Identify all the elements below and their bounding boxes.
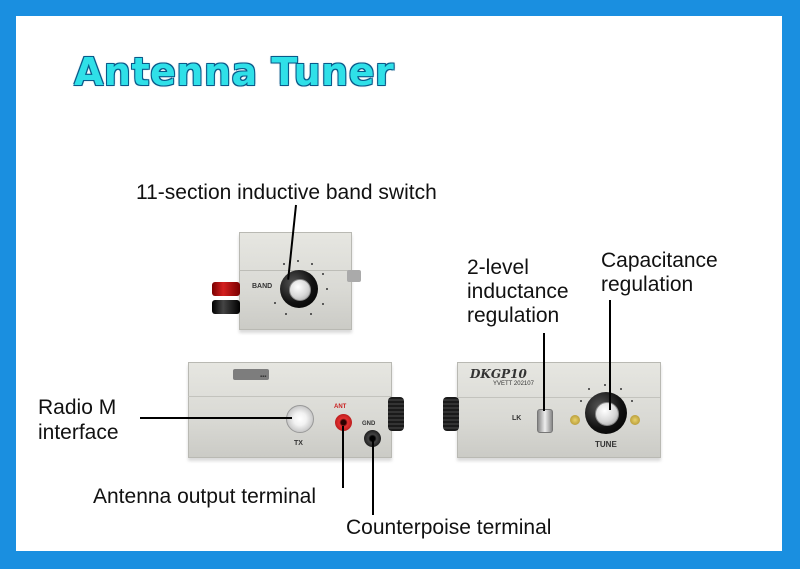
band-switch-label: 11-section inductive band switch [136, 181, 437, 204]
counterpoise-leader [372, 441, 374, 515]
radio-label-2: interface [38, 421, 119, 444]
tune-dial-mark [620, 388, 622, 390]
lk-text: LK [512, 415, 522, 422]
inductance-leader [543, 333, 545, 411]
tune-dial-mark [580, 400, 582, 402]
tx-connector [286, 405, 314, 433]
tuning-unit-side-knob [443, 397, 459, 431]
right-screw [630, 415, 640, 425]
front-unit-logo [233, 369, 269, 380]
tune-dial-mark [604, 384, 606, 386]
tuning-unit-lid-line [457, 397, 660, 398]
model-text: DKGP10 [470, 367, 527, 381]
band-dial-mark [322, 273, 324, 275]
capacitance-label-2: regulation [601, 273, 694, 296]
left-screw [570, 415, 580, 425]
lk-toggle-switch [537, 409, 553, 433]
tuning-unit-body [457, 362, 661, 458]
ant-terminal [335, 414, 352, 431]
antenna-output-label: Antenna output terminal [93, 485, 316, 508]
band-dial-mark [274, 302, 276, 304]
top-unit-rear-stub [347, 270, 361, 282]
front-unit-logo-sub: ▪▪▪ [260, 374, 267, 380]
page-title: Antenna Tuner [74, 50, 395, 94]
top-unit-black-terminal [212, 300, 240, 314]
band-dial-mark [322, 303, 324, 305]
band-dial-mark [326, 288, 328, 290]
tune-text: TUNE [595, 440, 617, 449]
ant-text: ANT [334, 404, 347, 410]
gnd-text: GND [362, 421, 376, 427]
band-switch-knob-cap [289, 279, 311, 301]
tune-dial-mark [588, 388, 590, 390]
top-unit-red-terminal [212, 282, 240, 296]
front-unit-lid-line [188, 396, 391, 397]
tune-knob-cap [595, 402, 619, 426]
band-dial-mark [283, 263, 285, 265]
counterpoise-label: Counterpoise terminal [346, 516, 552, 539]
antenna-output-leader [342, 426, 344, 488]
capacitance-leader [609, 300, 611, 410]
image-frame [16, 16, 782, 551]
radio-label-1: Radio M [38, 396, 117, 419]
inductance-label-3: regulation [467, 304, 560, 327]
band-text: BAND [252, 283, 273, 290]
front-unit-side-knob [388, 397, 404, 431]
capacitance-label-1: Capacitance [601, 249, 718, 272]
band-dial-mark [310, 313, 312, 315]
radio-leader [140, 417, 292, 419]
band-dial-mark [297, 260, 299, 262]
band-dial-mark [311, 263, 313, 265]
inductance-label-1: 2-level [467, 256, 529, 279]
model-sub-text: YVETT 202107 [493, 381, 534, 387]
band-dial-mark [285, 313, 287, 315]
gnd-terminal [364, 430, 381, 447]
tx-text: TX [294, 440, 303, 447]
tune-dial-mark [631, 400, 633, 402]
inductance-label-2: inductance [467, 280, 569, 303]
